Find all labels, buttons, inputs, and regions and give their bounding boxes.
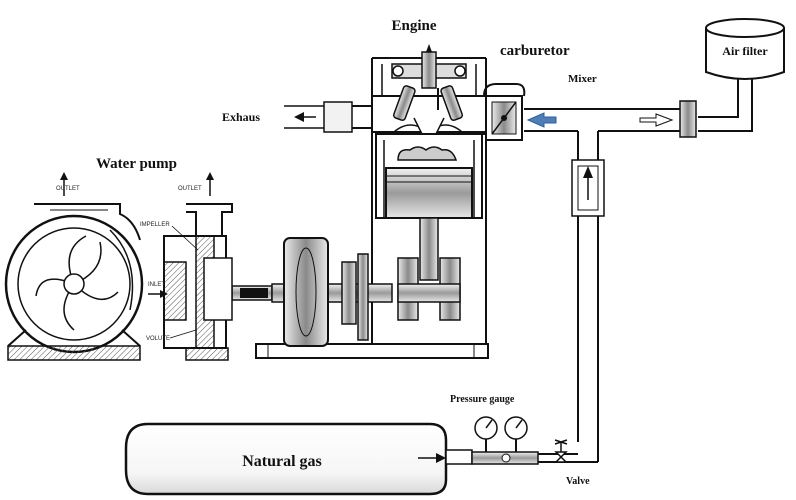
pump-section-view: INLET OUTLET IMPELLER VOLUTE xyxy=(140,172,233,361)
pressure-gauge-2 xyxy=(504,416,528,452)
gas-line: Pressure gauge Valve xyxy=(445,394,598,487)
outlet-label-right: OUTLET xyxy=(178,186,202,192)
exhaust-label: Exhaus xyxy=(222,110,260,124)
mixer-label: Mixer xyxy=(568,73,597,85)
natural-gas-tank: Natural gas xyxy=(124,422,448,496)
water-pump: Water pump OUTLET xyxy=(4,156,233,361)
valve-label: Valve xyxy=(566,476,590,487)
pump-volute-front-view: OUTLET xyxy=(4,172,144,361)
impeller-label: IMPELLER xyxy=(140,222,170,228)
engine-label: Engine xyxy=(391,18,436,34)
pressure-gauge-label: Pressure gauge xyxy=(450,394,515,405)
outlet-label-left: OUTLET xyxy=(56,186,80,192)
air-filter: Air filter xyxy=(705,18,785,80)
pressure-gauge-1 xyxy=(474,416,498,452)
gas-supply-pipe xyxy=(571,131,605,462)
exhaust-pipe: Exhaus xyxy=(222,101,372,133)
air-intake-pipe xyxy=(524,78,753,138)
natural-gas-label: Natural gas xyxy=(242,453,322,470)
air-filter-label: Air filter xyxy=(722,44,768,58)
drive-shaft xyxy=(231,237,393,347)
inlet-label: INLET xyxy=(148,282,165,288)
water-pump-label: Water pump xyxy=(96,156,177,172)
carburetor-label: carburetor xyxy=(500,43,570,59)
volute-label: VOLUTE xyxy=(146,336,170,342)
engine: Engine xyxy=(255,18,489,359)
carburetor: carburetor Mixer xyxy=(470,43,597,141)
valve xyxy=(554,439,568,463)
